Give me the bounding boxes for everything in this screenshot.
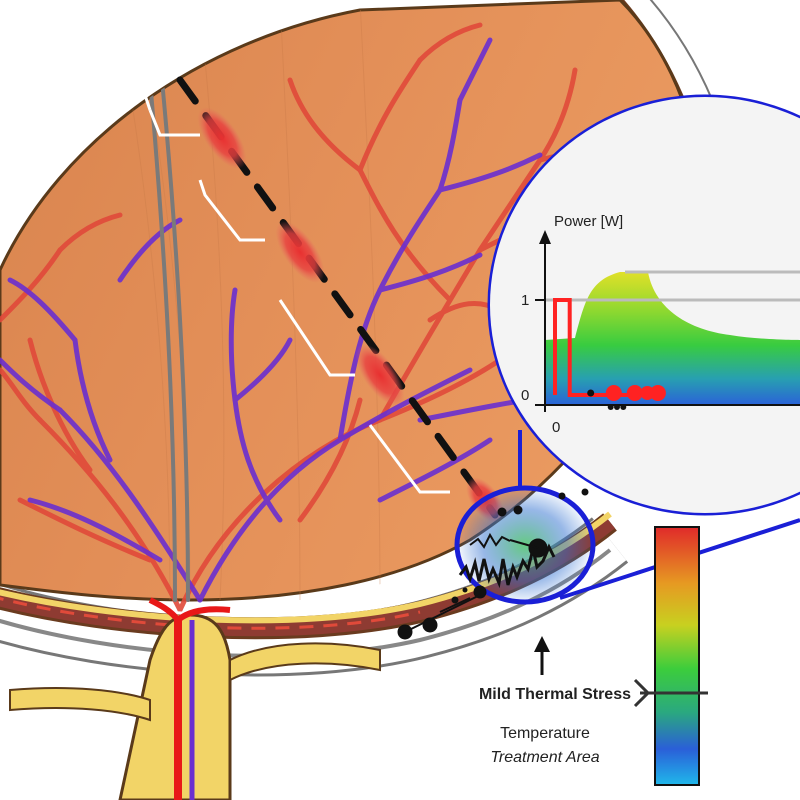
pulse-marker <box>626 385 643 401</box>
zoom-bubble: Power [W] 1 0 0 <box>487 94 800 516</box>
y-axis-arrow <box>539 230 551 244</box>
y-axis-label: Power [W] <box>554 213 623 230</box>
label-treatment-area: Treatment Area <box>490 749 599 766</box>
pulse-marker <box>587 389 595 397</box>
particles <box>397 479 613 640</box>
laser-spot <box>355 344 405 406</box>
power-pulse-series <box>553 298 660 397</box>
temperature-area <box>545 272 800 405</box>
label-mild-thermal-stress: Mild Thermal Stress <box>479 686 631 703</box>
thermal-signal <box>458 543 556 589</box>
laser-spot <box>275 221 325 283</box>
y-tick-0: 0 <box>521 387 529 404</box>
laser-scan-path <box>138 76 504 523</box>
pulse-marker <box>649 385 666 401</box>
blood-vessels <box>0 22 643 612</box>
up-arrow-icon <box>534 636 550 675</box>
temperature-colorbar <box>633 526 708 786</box>
y-tick-1: 1 <box>521 292 529 309</box>
laser-spot <box>197 107 247 169</box>
x-tick-0: 0 <box>552 419 560 436</box>
power-chart <box>553 298 666 410</box>
label-temperature: Temperature <box>500 725 590 742</box>
pulse-marker <box>605 385 622 401</box>
optic-nerve <box>9 597 381 800</box>
